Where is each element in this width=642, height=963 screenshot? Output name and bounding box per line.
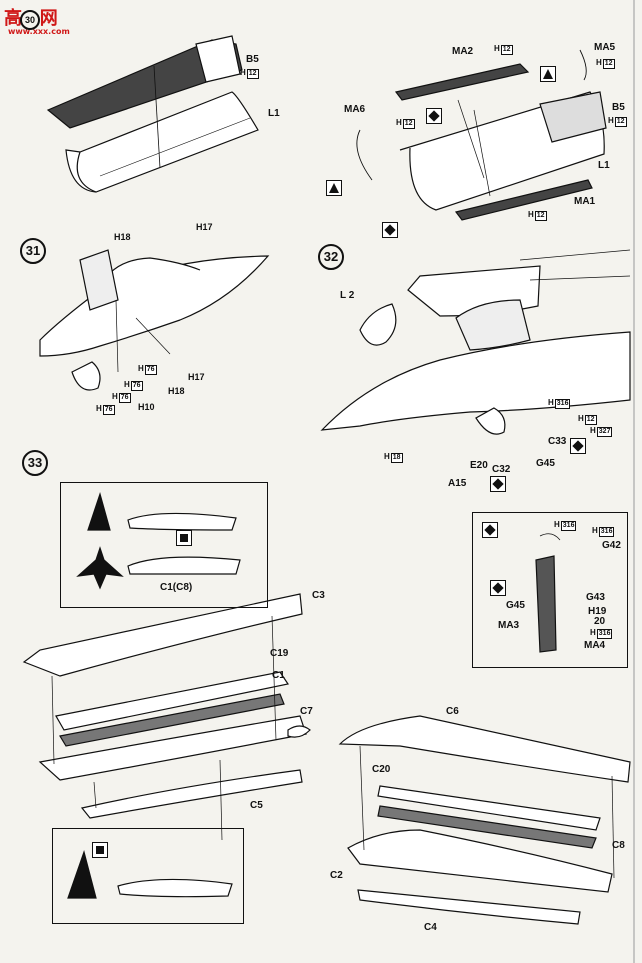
- part-label: C6: [446, 706, 459, 717]
- paint-symbol: [92, 842, 108, 858]
- part-label: C7: [300, 706, 313, 717]
- part-label: C5: [250, 800, 263, 811]
- paint-symbol: [490, 580, 506, 596]
- part-label: C4: [424, 922, 437, 933]
- part-label: H19: [588, 606, 607, 617]
- part-label: A15: [448, 478, 467, 489]
- paint-symbol: [426, 108, 442, 124]
- part-label: L 2: [340, 290, 355, 301]
- part-label: H17: [196, 222, 213, 232]
- part-label: MA2: [452, 46, 474, 57]
- part-label: H18: [168, 386, 185, 396]
- part-label: C19: [270, 648, 289, 659]
- part-label: C33: [548, 436, 567, 447]
- inset-panel-wing-variants: [60, 482, 268, 608]
- part-label: MA1: [574, 196, 596, 207]
- part-label: G43: [586, 592, 605, 603]
- part-label: G45: [536, 458, 555, 469]
- part-label: MA3: [498, 620, 520, 631]
- attention-symbol: [540, 66, 556, 82]
- part-l1-panel: [65, 91, 259, 193]
- inset-panel-wing-detail: [52, 828, 244, 924]
- step-number-31: 31: [20, 238, 46, 264]
- part-label: G42: [602, 540, 621, 551]
- paint-symbol: [570, 438, 586, 454]
- part-label: C2: [330, 870, 343, 881]
- part-label: B5: [246, 54, 259, 65]
- paint-symbol: [482, 522, 498, 538]
- part-label: L1: [268, 108, 280, 119]
- paint-symbol: [382, 222, 398, 238]
- part-label: C1(C8): [160, 582, 193, 593]
- inset-panel-seat-detail: [472, 512, 628, 668]
- part-label: MA6: [344, 104, 366, 115]
- step-number-33: 33: [22, 450, 48, 476]
- paint-symbol: [176, 530, 192, 546]
- part-label: 20: [594, 616, 606, 627]
- part-label: G45: [506, 600, 525, 611]
- part-label: H10: [138, 402, 155, 412]
- step-number-30: 30: [20, 10, 40, 30]
- part-label: E20: [470, 460, 488, 471]
- part-label: H17: [188, 372, 205, 382]
- part-label: C3: [312, 590, 325, 601]
- step-number-32: 32: [318, 244, 344, 270]
- part-b5-rail: [46, 39, 243, 129]
- watermark-url: www.xxx.com: [8, 27, 70, 36]
- part-label: MA4: [584, 640, 606, 651]
- part-label: H18: [114, 232, 131, 242]
- part-label: B5: [612, 102, 625, 113]
- part-label: C1: [272, 670, 285, 681]
- part-label: MA5: [594, 42, 616, 53]
- attention-symbol: [326, 180, 342, 196]
- part-label: C8: [612, 840, 625, 851]
- part-label: C20: [372, 764, 391, 775]
- part-label: C32: [492, 464, 511, 475]
- part-label: L1: [598, 160, 610, 171]
- paint-symbol: [490, 476, 506, 492]
